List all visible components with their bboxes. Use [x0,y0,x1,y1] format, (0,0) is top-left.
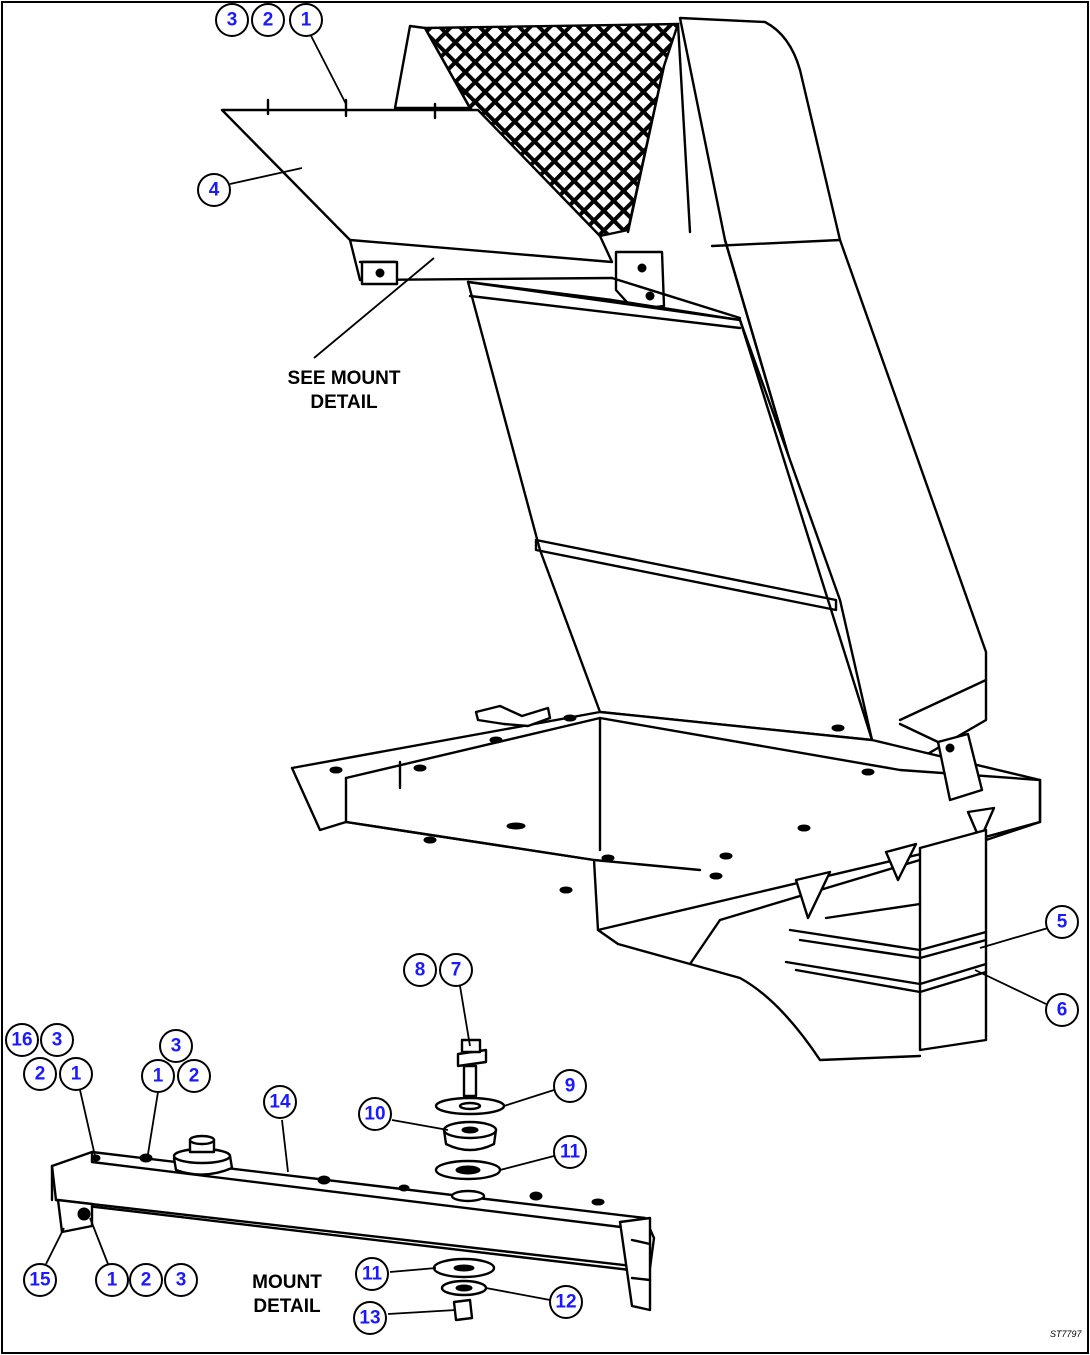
svg-text:3: 3 [52,1030,63,1051]
balloons: 3 2 1 4 5 6 8 7 16 3 2 1 3 1 2 14 9 10 1… [5,3,1079,1335]
deck-latch [474,704,552,728]
nut-13 [452,1298,474,1322]
svg-text:11: 11 [362,1264,383,1285]
svg-text:15: 15 [29,1270,51,1291]
figure-code: ST7797 [1050,1329,1083,1339]
svg-text:8: 8 [415,960,426,981]
svg-text:2: 2 [263,10,274,31]
svg-text:3: 3 [171,1036,182,1057]
balloon-4: 4 [197,173,231,207]
deck-holes [329,714,875,894]
svg-text:13: 13 [359,1308,380,1329]
svg-text:7: 7 [451,960,462,981]
svg-text:3: 3 [176,1270,187,1291]
balloon-9: 9 [553,1069,587,1103]
svg-text:2: 2 [141,1270,152,1291]
svg-text:9: 9 [565,1076,576,1097]
balloon-3-left: 3 [40,1023,74,1057]
balloon-6: 6 [1045,993,1079,1027]
balloon-2-top: 2 [251,3,285,37]
balloon-7: 7 [439,953,473,987]
balloon-5: 5 [1045,905,1079,939]
see-mount-label-line1: SEE MOUNT [288,368,401,389]
svg-text:1: 1 [71,1064,82,1085]
balloon-3-bottom: 3 [164,1263,198,1297]
svg-text:4: 4 [209,180,220,201]
svg-text:16: 16 [11,1030,32,1051]
balloon-11-bottom: 11 [355,1257,389,1291]
mount-detail-label-line2: DETAIL [253,1296,321,1317]
balloon-14: 14 [263,1085,297,1119]
balloon-11-top: 11 [553,1135,587,1169]
svg-text:14: 14 [269,1092,291,1113]
svg-text:2: 2 [35,1064,46,1085]
svg-text:5: 5 [1057,912,1068,933]
svg-text:12: 12 [555,1292,576,1313]
svg-text:1: 1 [301,10,312,31]
balloon-2-mid: 2 [177,1059,211,1093]
balloon-1-top: 1 [289,3,323,37]
svg-text:1: 1 [107,1270,118,1291]
balloon-15: 15 [23,1263,57,1297]
balloon-1-left: 1 [59,1057,93,1091]
balloon-10: 10 [358,1097,392,1131]
svg-text:2: 2 [189,1066,200,1087]
front-beam [596,778,1042,966]
balloon-2-bottom: 2 [129,1263,163,1297]
main-assembly [220,16,1042,1062]
balloon-3-mid: 3 [159,1029,193,1063]
balloon-13: 13 [353,1301,387,1335]
mount-bar [50,1150,656,1270]
svg-text:3: 3 [227,10,238,31]
balloon-2-left: 2 [23,1057,57,1091]
mount-detail-label-line1: MOUNT [252,1272,322,1293]
balloon-12: 12 [549,1285,583,1319]
svg-text:6: 6 [1057,1000,1068,1021]
svg-text:11: 11 [560,1142,581,1163]
isolator-10 [442,1120,498,1152]
bolt-7 [456,1038,488,1098]
balloon-8: 8 [403,953,437,987]
balloon-1-mid: 1 [141,1059,175,1093]
see-mount-label-line2: DETAIL [310,392,378,413]
balloon-16: 16 [5,1023,39,1057]
svg-text:10: 10 [364,1104,385,1125]
svg-text:1: 1 [153,1066,164,1087]
balloon-1-bottom: 1 [95,1263,129,1297]
balloon-3-top: 3 [215,3,249,37]
leader-lines [45,25,1049,1315]
